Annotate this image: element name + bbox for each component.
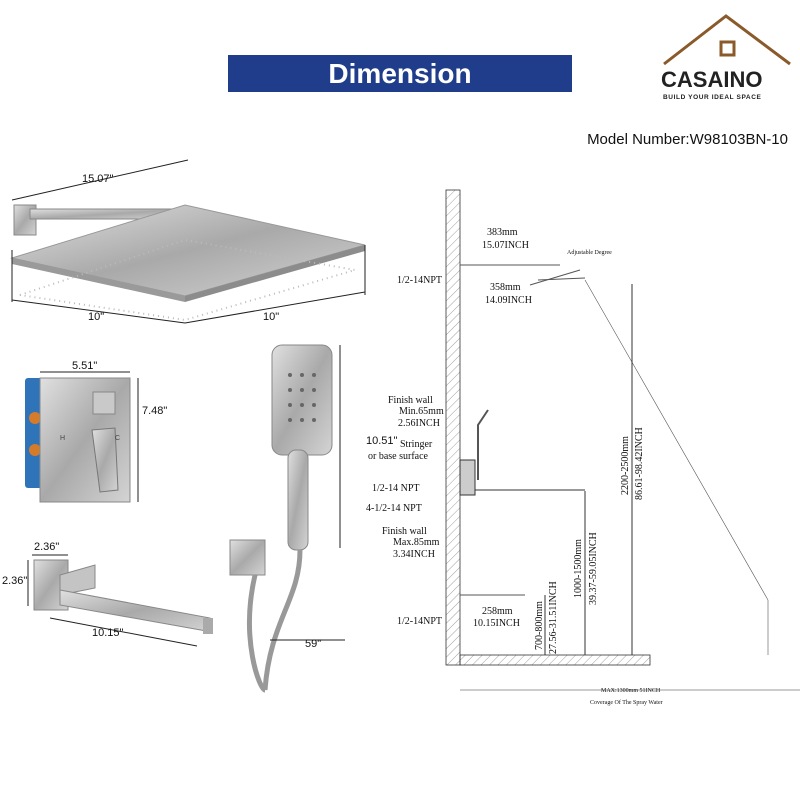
valve-height-mm: 1000-1500mm [573,539,584,598]
adjustable-degree-label: Adjustable Degree [567,250,612,256]
head-mm-label: 358mm [490,282,521,293]
brand-logo: CASAINO BUILD YOUR IDEAL SPACE [661,14,791,101]
logo-text: CASAINO [661,67,762,92]
finish-wall-max-inch: 3.34INCH [393,549,435,560]
cold-label: C [115,435,120,442]
finish-wall-min-inch: 2.56INCH [398,418,440,429]
arm-mm-label: 383mm [487,227,518,238]
handheld-shower-image [229,344,333,693]
arm-npt-label: 1/2-14NPT [397,275,442,286]
finish-wall-min-mm: Min.65mm [399,406,444,417]
coverage-max-label: MAX:1300mm 51INCH [601,688,661,694]
head-inch-label: 14.09INCH [485,295,532,306]
head-width-b-label: 10" [263,311,279,323]
title-banner: Dimension [228,55,572,92]
spout-mm-label: 258mm [482,606,513,617]
spout-inch-label: 10.15INCH [473,618,520,629]
hot-label: H [60,435,65,442]
spout-width-label: 2.36" [34,541,59,553]
valve-width-label: 5.51" [72,360,97,372]
head-width-a-label: 10" [88,311,104,323]
finish-wall-max-mm: Max.85mm [393,537,440,548]
finish-wall-min-title: Finish wall [388,395,433,406]
arm-inch-label: 15.07INCH [482,240,529,251]
mixing-valve-image: H C [25,377,131,503]
coverage-label: Coverage Of The Spray Water [590,699,663,706]
arm-length-label: 15.07" [82,173,114,185]
valve-npt-4-label: 4-1/2-14 NPT [366,503,422,514]
spout-length-line [49,617,198,647]
shower-head-dimension-lines [11,159,366,324]
valve-npt-label: 1/2-14 NPT [372,483,420,494]
hose-length-label: 59" [305,638,321,650]
spout-npt-label: 1/2-14NPT [397,616,442,627]
logo-tagline: BUILD YOUR IDEAL SPACE [663,94,761,101]
base-surface-label: or base surface [368,451,429,462]
head-height-mm: 2200-2500mm [620,436,631,495]
model-number: Model Number:W98103BN-10 [587,131,788,148]
handheld-length-label: 10.51" [366,435,398,447]
finish-wall-max-title: Finish wall [382,526,427,537]
valve-height-inch: 39.37-59.05INCH [588,532,599,605]
spout-height-inch: 27.56-31.51INCH [548,581,559,654]
spout-height-mm: 700-800mm [534,601,545,650]
rain-shower-head-image [10,204,366,322]
installation-drawing [445,189,800,691]
head-height-inch: 86.61-98.42INCH [634,427,645,500]
valve-height-label: 7.48" [142,405,167,417]
spout-length-label: 10.15" [92,627,124,639]
stringer-label: Stringer [400,439,433,450]
spout-height-label: 2.36" [2,575,27,587]
tub-spout-image [33,559,213,634]
